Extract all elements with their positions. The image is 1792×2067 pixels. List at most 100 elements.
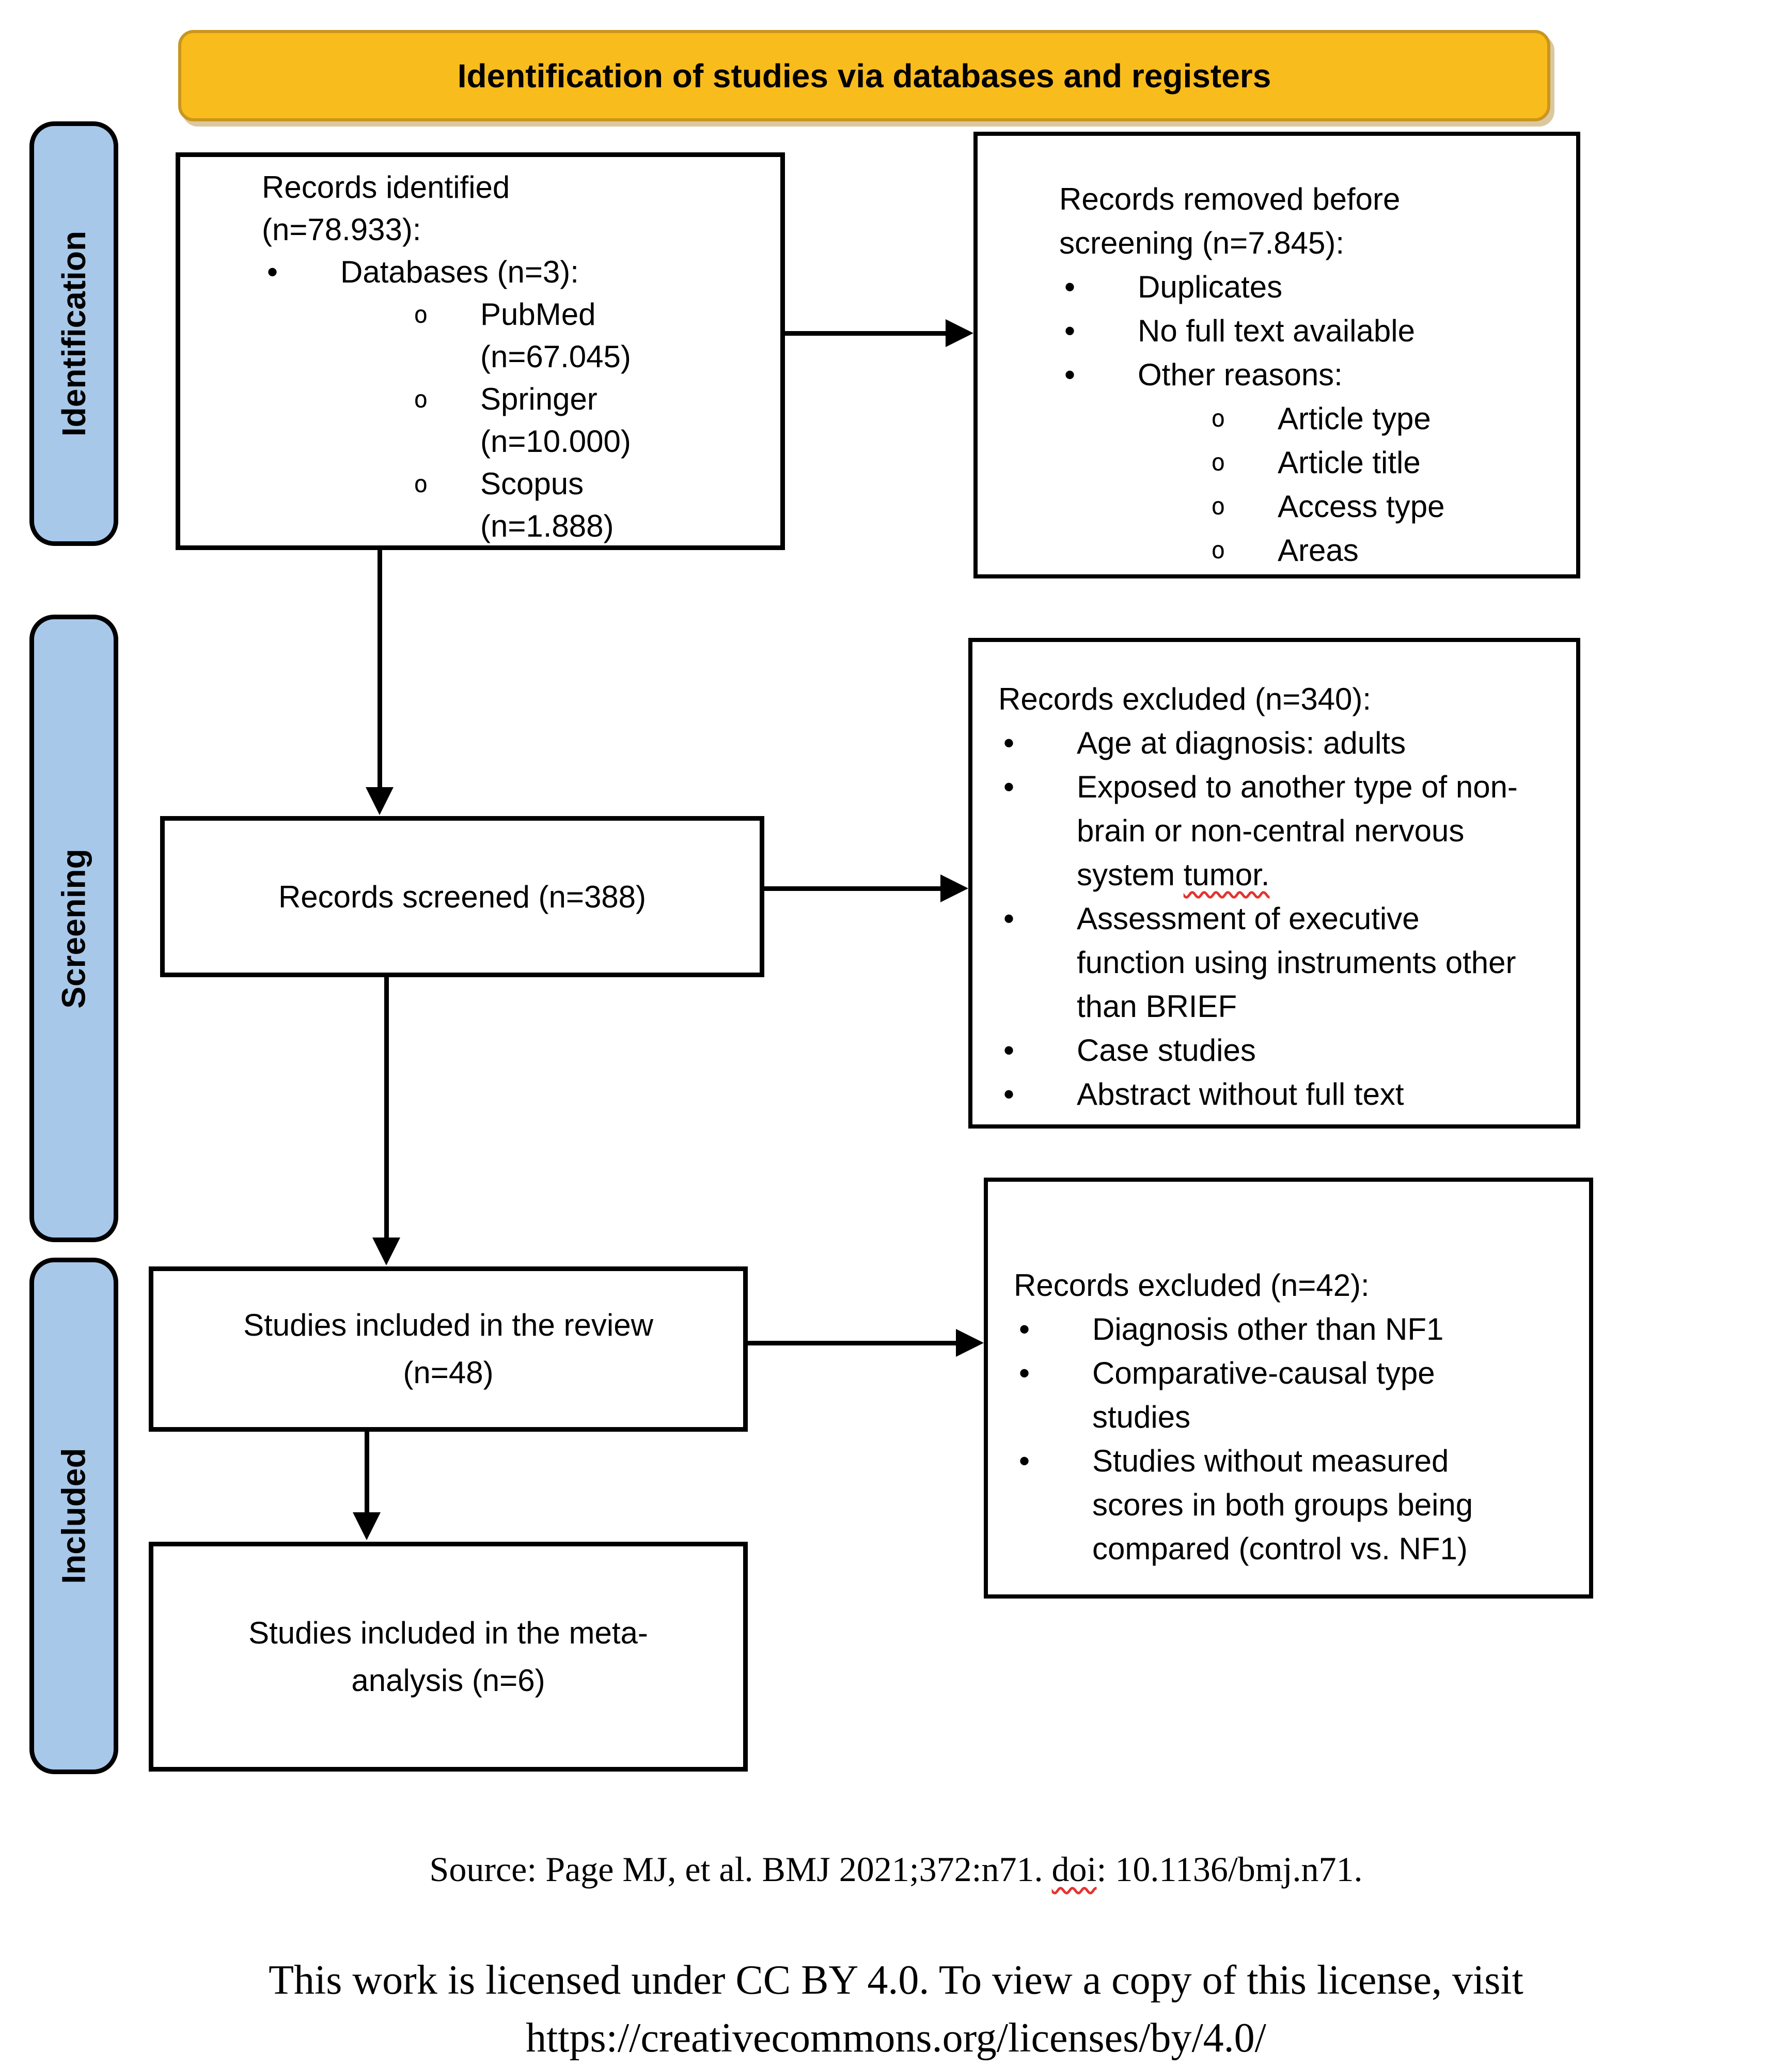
arrow-line — [764, 886, 941, 891]
list-item: • Exposed to another type of non-brain o… — [998, 765, 1563, 897]
list-item: • Diagnosis other than NF1 — [1014, 1307, 1576, 1351]
license-notice-url: https://creativecommons.org/licenses/by/… — [526, 2015, 1266, 2061]
bullet-circle-icon: o — [414, 385, 428, 413]
bullet-circle-icon: o — [1211, 404, 1225, 432]
stage-label-included-text: Included — [55, 1448, 92, 1584]
list-item: • Studies without measured scores in bot… — [1014, 1439, 1576, 1571]
arrow-line — [384, 977, 389, 1239]
database-scopus: Scopus (n=1.888) — [480, 463, 765, 547]
bullet-dot-icon: • — [1019, 1444, 1030, 1478]
list-item: o Springer (n=10.000) — [414, 378, 765, 463]
excluded-reason-case-studies: Case studies — [1077, 1033, 1256, 1068]
bullet-circle-icon: o — [1211, 536, 1225, 564]
database-pubmed-name: PubMed — [480, 297, 596, 332]
title-banner: Identification of studies via databases … — [178, 30, 1550, 121]
bullet-dot-icon: • — [1019, 1312, 1030, 1346]
box-records-excluded-review: Records excluded (n=42): • Diagnosis oth… — [984, 1178, 1593, 1599]
bullet-circle-icon: o — [1211, 448, 1225, 476]
list-item: o Access type — [1211, 484, 1561, 528]
box-records-removed: Records removed before screening (n=7.84… — [973, 132, 1580, 578]
removed-sub-article-title: Article title — [1278, 445, 1421, 480]
records-removed-header-line1: Records removed before — [1059, 182, 1401, 216]
bullet-circle-icon: o — [1211, 492, 1225, 520]
records-identified-header-line1: Records identified — [262, 170, 510, 205]
studies-included-meta-line1: Studies included in the meta- — [248, 1615, 648, 1650]
source-citation-suffix: : 10.1136/bmj.n71. — [1096, 1850, 1363, 1889]
list-item: • Case studies — [998, 1028, 1563, 1072]
title-banner-label: Identification of studies via databases … — [457, 57, 1271, 95]
bullet-dot-icon: • — [1064, 314, 1076, 348]
bullet-circle-icon: o — [414, 470, 428, 498]
database-pubmed: PubMed (n=67.045) — [480, 293, 765, 378]
records-identified-header-line2: (n=78.933): — [262, 212, 421, 247]
box-studies-included-meta-analysis: Studies included in the meta- analysis (… — [149, 1542, 748, 1772]
list-item: • Databases (n=3): — [262, 251, 765, 293]
arrowhead-right-icon — [940, 874, 968, 902]
arrow-line — [365, 1432, 369, 1513]
arrowhead-right-icon — [956, 1329, 984, 1357]
bullet-dot-icon: • — [1003, 901, 1015, 936]
list-item: o Article title — [1211, 441, 1561, 484]
excluded-review-reason-comparative: Comparative-causal type studies — [1092, 1356, 1435, 1434]
bullet-dot-icon: • — [267, 255, 278, 289]
databases-label: Databases (n=3): — [340, 255, 579, 289]
stage-label-identification: Identification — [29, 121, 118, 546]
source-citation: Source: Page MJ, et al. BMJ 2021;372:n71… — [0, 1849, 1792, 1890]
studies-included-meta-label: Studies included in the meta- analysis (… — [248, 1609, 648, 1704]
excluded-reason-assessment: Assessment of executive function using i… — [1077, 901, 1516, 1024]
records-screened-label: Records screened (n=388) — [278, 879, 647, 914]
list-item: • Duplicates — [1059, 265, 1561, 309]
database-springer-name: Springer — [480, 382, 598, 416]
excluded-reason-other-tumor-text: Exposed to another type of non-brain or … — [1077, 770, 1518, 892]
list-item: • Other reasons: — [1059, 353, 1561, 397]
excluded-review-reason-no-scores: Studies without measured scores in both … — [1092, 1444, 1473, 1566]
arrowhead-down-icon — [366, 787, 394, 815]
removed-sub-article-type: Article type — [1278, 401, 1431, 436]
excluded-reason-age: Age at diagnosis: adults — [1077, 726, 1406, 760]
removed-sub-areas: Areas — [1278, 533, 1359, 568]
excluded-reason-other-tumor: Exposed to another type of non-brain or … — [1077, 765, 1531, 897]
bullet-dot-icon: • — [1064, 270, 1076, 304]
records-removed-header-line2: screening (n=7.845): — [1059, 226, 1345, 260]
stage-label-screening: Screening — [29, 615, 118, 1242]
database-scopus-count: (n=1.888) — [480, 509, 614, 543]
license-notice-line1: This work is licensed under CC BY 4.0. T… — [269, 1958, 1523, 2003]
box-records-identified: Records identified (n=78.933): • Databas… — [176, 152, 785, 550]
list-item: • Abstract without full text — [998, 1072, 1563, 1116]
box-studies-included-review: Studies included in the review (n=48) — [149, 1266, 748, 1432]
database-springer: Springer (n=10.000) — [480, 378, 765, 463]
arrow-line — [785, 331, 947, 336]
studies-included-review-label: Studies included in the review (n=48) — [243, 1302, 653, 1397]
arrow-line — [748, 1341, 957, 1345]
stage-label-identification-text: Identification — [55, 230, 92, 437]
database-springer-count: (n=10.000) — [480, 424, 631, 459]
bullet-circle-icon: o — [414, 301, 428, 328]
arrowhead-down-icon — [372, 1238, 400, 1265]
bullet-dot-icon: • — [1003, 726, 1015, 760]
excluded-reason-other-tumor-misspelled-word: tumor. — [1183, 857, 1270, 892]
excluded-review-header: Records excluded (n=42): — [1014, 1268, 1370, 1303]
list-item: o Scopus (n=1.888) — [414, 463, 765, 547]
removed-reason-other: Other reasons: — [1138, 357, 1343, 392]
license-notice: This work is licensed under CC BY 4.0. T… — [0, 1951, 1792, 2067]
list-item: • No full text available — [1059, 309, 1561, 353]
list-item: • Age at diagnosis: adults — [998, 721, 1563, 765]
source-citation-prefix: Source: Page MJ, et al. BMJ 2021;372:n71… — [429, 1850, 1052, 1889]
removed-reason-no-full-text: No full text available — [1138, 314, 1415, 348]
removed-reason-duplicates: Duplicates — [1138, 270, 1283, 304]
excluded-reason-abstract-only: Abstract without full text — [1077, 1077, 1404, 1111]
arrowhead-right-icon — [946, 319, 973, 347]
list-item: o PubMed (n=67.045) — [414, 293, 765, 378]
studies-included-review-line2: (n=48) — [403, 1355, 494, 1390]
bullet-dot-icon: • — [1064, 357, 1076, 392]
box-records-screened: Records screened (n=388) — [160, 816, 764, 977]
arrowhead-down-icon — [353, 1512, 381, 1540]
excluded-review-reason-diagnosis: Diagnosis other than NF1 — [1092, 1312, 1444, 1346]
box-records-excluded-screening: Records excluded (n=340): • Age at diagn… — [968, 638, 1580, 1129]
bullet-dot-icon: • — [1003, 1033, 1015, 1068]
list-item: • Comparative-causal type studies — [1014, 1351, 1576, 1439]
list-item: o Areas — [1211, 528, 1561, 572]
removed-sub-access-type: Access type — [1278, 489, 1445, 524]
source-citation-doi-word: doi — [1051, 1850, 1097, 1889]
